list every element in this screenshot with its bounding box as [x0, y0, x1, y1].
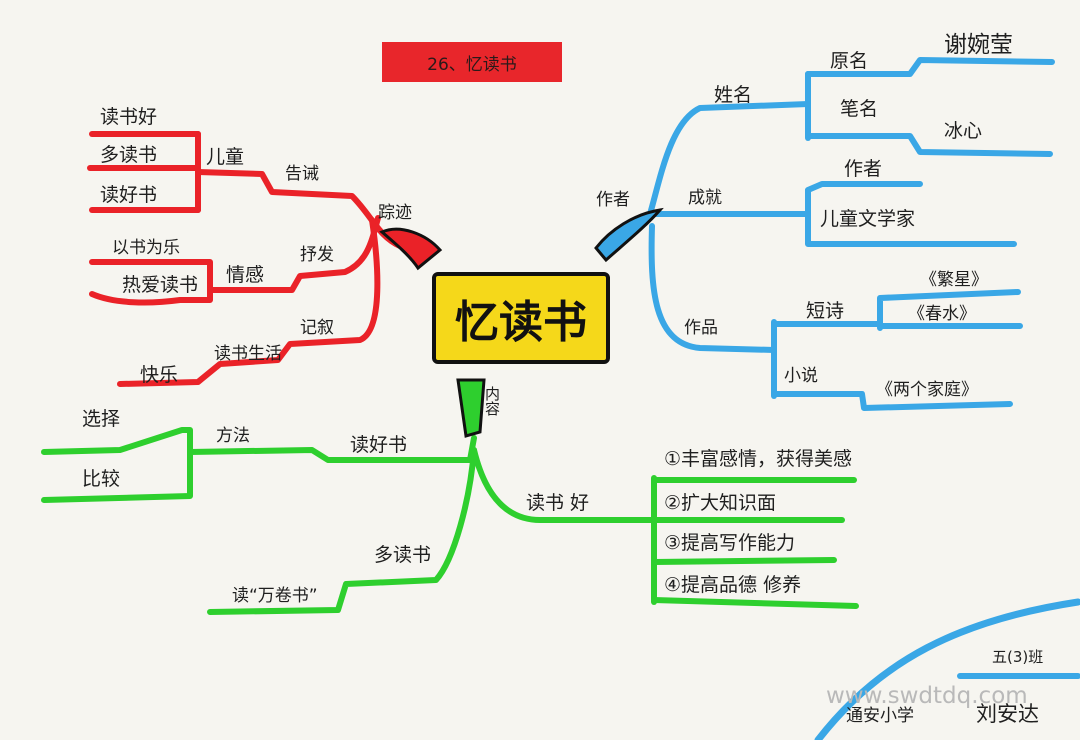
blue-xiewanying-label: 谢婉莹 — [944, 32, 1013, 58]
footer-class-label: 五(3)班 — [992, 648, 1044, 666]
blue-ertongwenxue-label: 儿童文学家 — [820, 208, 916, 230]
blue-xingming-label: 姓名 — [714, 84, 753, 106]
red-duodushu-label: 多读书 — [100, 144, 158, 166]
green-fangfa-label: 方法 — [216, 426, 250, 446]
green-bijiao-label: 比较 — [82, 468, 121, 490]
page-title: 26、忆读书 — [427, 54, 517, 75]
red-dushaoshu-label: 读好书 — [100, 184, 158, 206]
red-yishu-label: 以书为乐 — [112, 238, 180, 258]
green-key-label: 内容 — [483, 386, 501, 416]
red-shufa-label: 抒发 — [300, 245, 334, 265]
red-key-label: 踪迹 — [378, 203, 412, 223]
blue-yuanming-label: 原名 — [830, 50, 869, 72]
red-dushushenghuo-label: 读书生活 — [214, 344, 282, 364]
green-item4-line — [651, 597, 859, 609]
green-dushuhao-label: 读书 好 — [526, 492, 590, 514]
green-item2-label: ②扩大知识面 — [664, 492, 777, 514]
blue-fanxing-label: 《繁星》 — [920, 270, 988, 290]
blue-trunk-line — [647, 101, 811, 217]
blue-chengjiu-label: 成就 — [688, 188, 722, 208]
blue-branch-lines — [647, 57, 1055, 411]
blue-biming-label: 笔名 — [840, 98, 879, 120]
green-item1-label: ①丰富感情，获得美感 — [664, 448, 853, 470]
blue-xiaoshuo-label: 小说 — [784, 366, 818, 386]
red-kuaile-label: 快乐 — [140, 364, 179, 386]
blue-xiaoshuo-line — [771, 391, 1013, 411]
blue-key-label: 作者 — [596, 190, 630, 210]
blue-zuopin-label: 作品 — [684, 318, 718, 338]
corner-blue-arc — [814, 598, 1080, 740]
blue-bingxin-label: 冰心 — [944, 120, 983, 142]
blue-biming-line — [805, 133, 1053, 157]
red-qinggan-label: 情感 — [226, 264, 265, 286]
footer-school-label: 通安小学 — [846, 706, 914, 726]
blue-chengjiu-bracket — [805, 181, 1017, 247]
green-item4-label: ④提高品德 修养 — [664, 574, 802, 596]
green-branch-arrow — [456, 378, 486, 438]
red-ertong-label: 儿童 — [206, 146, 245, 168]
red-reai-label: 热爱读书 — [122, 274, 199, 296]
red-jixu-label: 记叙 — [300, 318, 334, 338]
green-duodushu-label: 多读书 — [374, 544, 432, 566]
green-fangfa-bracket — [41, 427, 193, 503]
green-branch-lines — [41, 427, 859, 615]
blue-chunshui-label: 《春水》 — [908, 304, 976, 324]
green-xuanze-label: 选择 — [82, 408, 121, 430]
green-item3-line — [651, 557, 837, 565]
blue-duanshi-bracket — [877, 289, 1023, 331]
red-qinggan-bracket — [89, 259, 213, 306]
blue-zuojia-label: 作者 — [844, 158, 883, 180]
green-dushuhao-line — [471, 447, 657, 523]
blue-yuanming-line — [805, 57, 1055, 77]
center-node: 忆读书 — [432, 272, 610, 364]
title-banner: 26、忆读书 — [382, 42, 562, 82]
green-duhaoshu-label: 读好书 — [350, 434, 408, 456]
red-gaojie-label: 告诫 — [285, 164, 319, 184]
blue-duanshi-label: 短诗 — [806, 300, 845, 322]
red-dushuhao-label: 读书好 — [100, 106, 158, 128]
green-wanjuanshu-label: 读“万卷书” — [232, 586, 318, 606]
footer-author-label: 刘安达 — [976, 702, 1039, 726]
blue-lianggejiating-label: 《两个家庭》 — [876, 380, 978, 400]
blue-branch-arrow — [594, 207, 664, 263]
watermark-text: www.swdtdq.com — [826, 683, 1028, 709]
red-jixu-line — [117, 217, 381, 387]
red-branch-arrow — [379, 227, 443, 271]
center-title: 忆读书 — [455, 297, 587, 348]
green-item3-label: ③提高写作能力 — [664, 532, 796, 554]
green-duodushu-line — [207, 447, 477, 615]
blue-zuopin-line — [648, 223, 777, 353]
